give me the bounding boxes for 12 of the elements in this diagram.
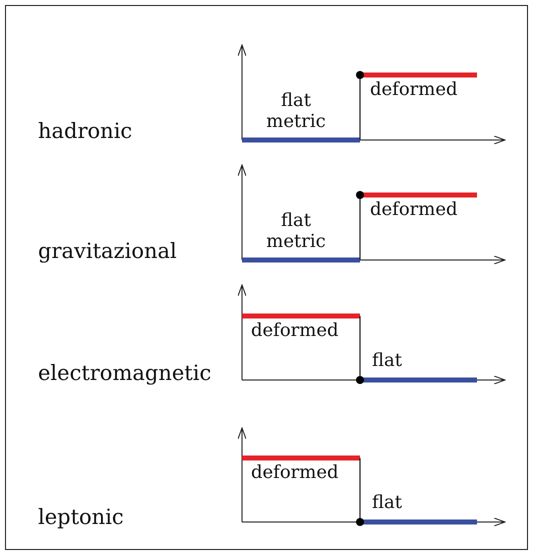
region-label: deformed	[370, 79, 458, 100]
row-label: gravitazional	[38, 240, 177, 262]
region-label: flat	[372, 492, 402, 513]
region-label: flat metric	[265, 90, 327, 132]
row-label: leptonic	[38, 506, 124, 528]
region-label: deformed	[370, 199, 458, 220]
region-label: flat metric	[265, 210, 327, 252]
region-label: flat	[372, 350, 402, 371]
row-label: hadronic	[38, 120, 132, 142]
region-label: deformed	[251, 320, 339, 341]
region-label: deformed	[251, 462, 339, 483]
row-label: electromagnetic	[38, 362, 212, 384]
